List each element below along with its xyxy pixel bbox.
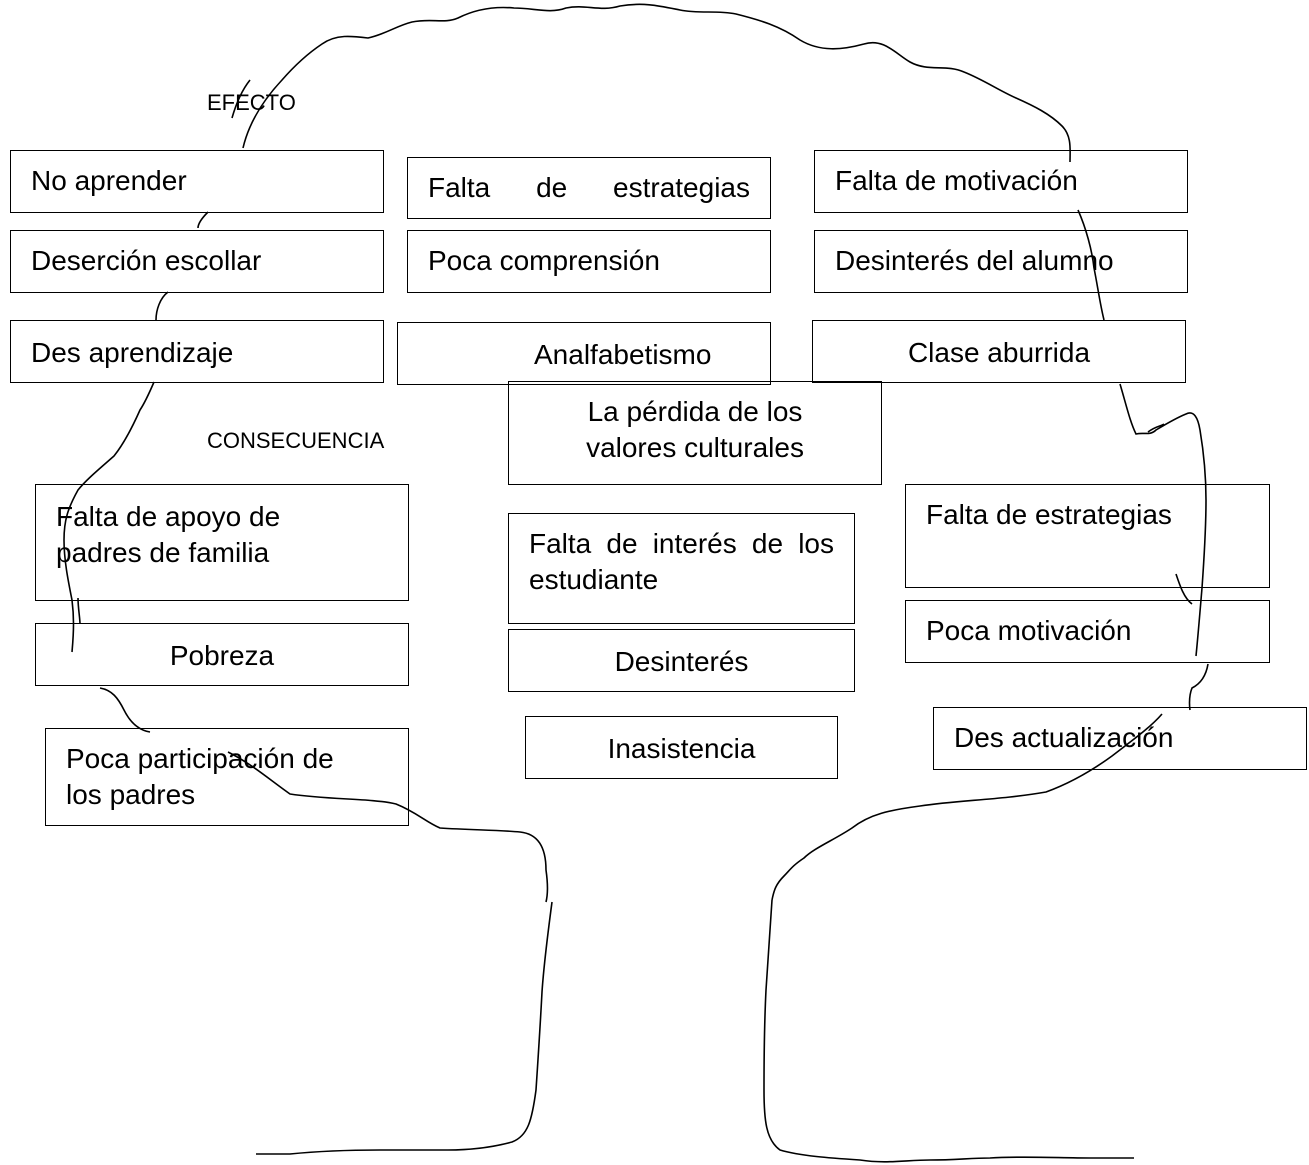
efecto-label: EFECTO — [207, 90, 296, 115]
box-poca-comprension-text: Poca comprensión — [428, 245, 660, 276]
consecuencia-label: CONSECUENCIA — [207, 428, 385, 453]
box-des-aprendizaje: Des aprendizaje — [10, 320, 384, 383]
box-falta-interes: Falta de interés de los estudiante — [508, 513, 855, 624]
tree-trunk-right — [763, 899, 1134, 1163]
box-falta-estrategias-top: Falta de estrategias — [407, 157, 771, 219]
tree-crown-outline — [242, 3, 1071, 163]
tree-crown-right-hook — [1147, 423, 1165, 433]
tree-left-edge-slash — [77, 597, 81, 625]
box-falta-apoyo: Falta de apoyo de padres de familia — [35, 484, 409, 601]
box-poca-motivacion: Poca motivación — [905, 600, 1270, 663]
box-analfabetismo: Analfabetismo — [397, 322, 771, 385]
box-poca-motivacion-text: Poca motivación — [926, 615, 1132, 646]
box-desercion-escolar-text: Deserción escollar — [31, 245, 262, 276]
box-desinteres: Desinterés — [508, 629, 855, 692]
box-clase-aburrida-text: Clase aburrida — [907, 337, 1091, 368]
box-falta-apoyo-text: Falta de apoyo de padres de familia — [56, 501, 281, 568]
box-pobreza-text: Pobreza — [169, 640, 275, 671]
tree-left-edge-upper — [197, 211, 209, 229]
box-desinteres-alumno: Desinterés del alumno — [814, 230, 1188, 293]
box-desinteres-alumno-text: Desinterés del alumno — [835, 245, 1114, 276]
box-falta-motivacion-text: Falta de motivación — [835, 165, 1078, 196]
box-clase-aburrida: Clase aburrida — [812, 320, 1186, 383]
box-poca-participacion-text: Poca participación de los padres — [66, 743, 334, 810]
box-des-actualizacion-text: Des actualización — [954, 722, 1174, 753]
box-desercion-escolar: Deserción escollar — [10, 230, 384, 293]
box-perdida-valores: La pérdida de los valores culturales — [508, 381, 882, 485]
box-des-aprendizaje-text: Des aprendizaje — [31, 337, 234, 368]
tree-left-edge-mid — [155, 291, 169, 321]
box-pobreza: Pobreza — [35, 623, 409, 686]
box-falta-interes-text: Falta de interés de los estudiante — [529, 528, 834, 595]
box-falta-estrategias-top-text: Falta de estrategias — [428, 172, 750, 203]
box-falta-motivacion: Falta de motivación — [814, 150, 1188, 213]
box-falta-estrategias-right: Falta de estrategias — [905, 484, 1270, 588]
box-poca-participacion: Poca participación de los padres — [45, 728, 409, 826]
box-analfabetismo-text: Analfabetismo — [534, 339, 712, 370]
box-perdida-valores-text: La pérdida de los valores culturales — [586, 396, 804, 463]
box-desinteres-text: Desinterés — [614, 646, 749, 677]
box-poca-comprension: Poca comprensión — [407, 230, 771, 293]
tree-left-branch — [99, 687, 151, 733]
tree-trunk-left — [256, 901, 553, 1155]
box-des-actualizacion: Des actualización — [933, 707, 1307, 770]
box-no-aprender: No aprender — [10, 150, 384, 213]
box-falta-estrategias-right-text: Falta de estrategias — [926, 499, 1172, 530]
box-inasistencia-text: Inasistencia — [607, 733, 756, 764]
box-no-aprender-text: No aprender — [31, 165, 187, 196]
box-inasistencia: Inasistencia — [525, 716, 838, 779]
tree-trunk-right-connector — [1188, 663, 1209, 711]
